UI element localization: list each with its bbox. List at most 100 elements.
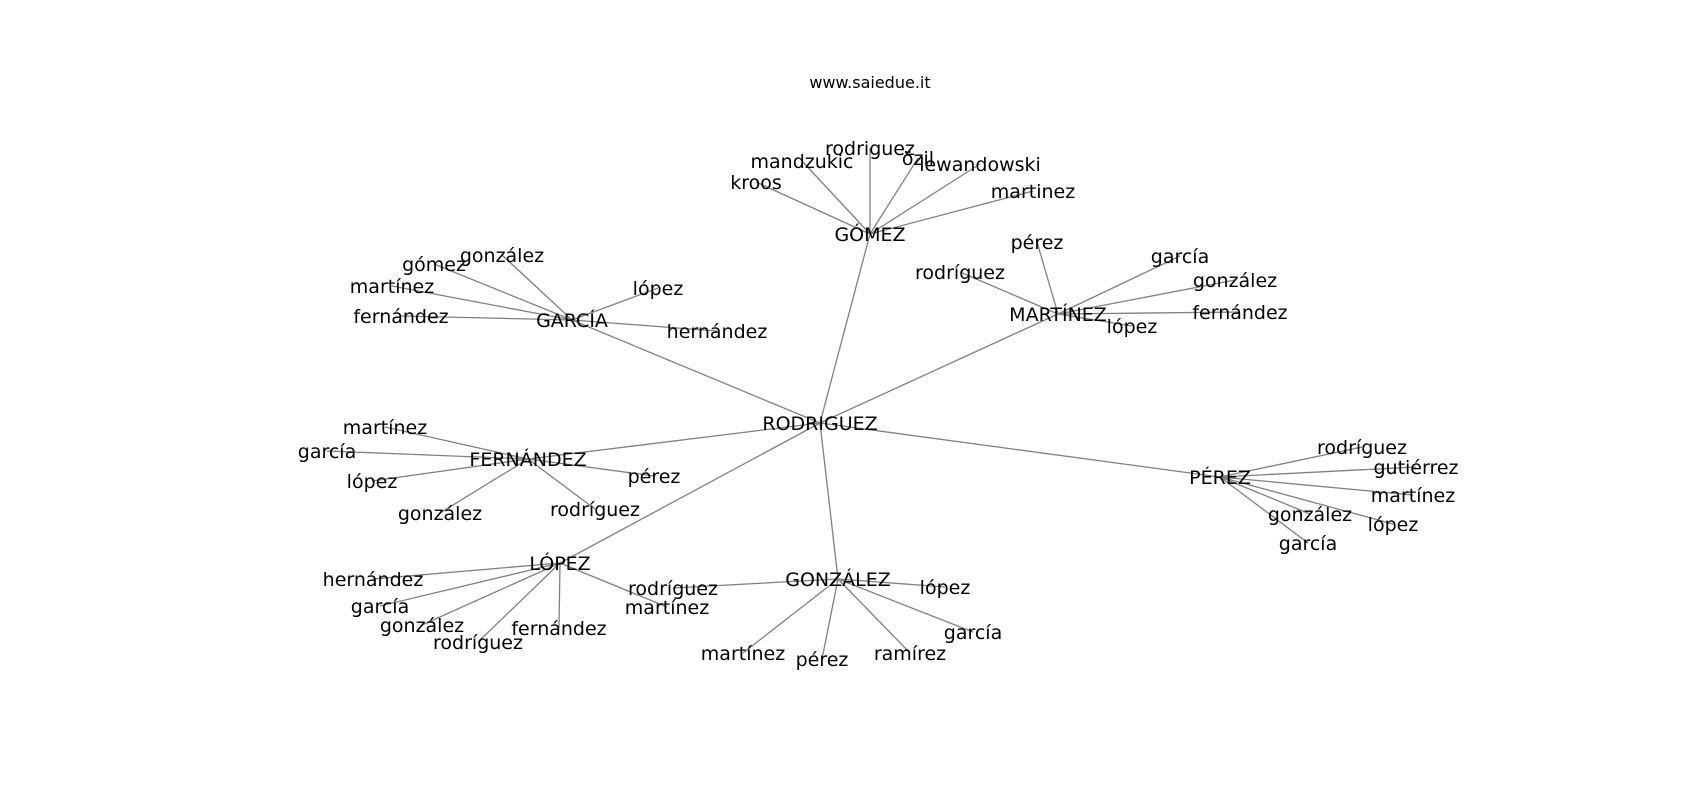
leaf-node-label: lópez <box>347 471 398 493</box>
leaf-node-label: mandzukic <box>751 151 854 173</box>
leaf-node-label: martínez <box>1371 485 1455 507</box>
edge-layer <box>326 148 1417 660</box>
edge-line <box>742 578 839 654</box>
leaf-node-label: rodríguez <box>628 578 718 600</box>
edge-line <box>819 422 839 580</box>
edge-line <box>1219 446 1363 478</box>
edge-line <box>433 263 573 321</box>
edge-line <box>819 313 1059 424</box>
leaf-node-label: martínez <box>343 417 427 439</box>
edge-line <box>379 562 561 607</box>
edge-line <box>1057 279 1236 315</box>
leaf-node-label: gonzález <box>398 503 482 525</box>
edge-line <box>1219 476 1394 525</box>
leaf-node-label: rodríguez <box>915 262 1005 284</box>
edge-line <box>819 233 871 424</box>
leaf-node-label: lópez <box>633 278 684 300</box>
edge-line <box>1057 313 1133 327</box>
edge-line <box>571 319 821 424</box>
edge-line <box>801 160 871 235</box>
edge-line <box>837 578 946 588</box>
leaf-node-label: hernández <box>323 569 424 591</box>
edge-line <box>869 157 919 235</box>
diagram-title: www.saiedue.it <box>809 73 930 92</box>
leaf-node-label: garcía <box>1151 246 1209 268</box>
leaf-node-label: garcía <box>298 441 356 463</box>
edge-line <box>869 190 1034 235</box>
leaf-node-label: pérez <box>1011 232 1064 254</box>
edge-line <box>819 422 1221 478</box>
edge-line <box>755 181 871 235</box>
leaf-node-label: özil <box>902 148 934 170</box>
label-layer: www.saiedue.it RODRIGUEZGÓMEZrodriguezma… <box>298 73 1459 671</box>
edge-line <box>326 450 529 460</box>
edge-line <box>1219 476 1414 496</box>
leaf-node-label: lewandowski <box>919 154 1041 176</box>
edge-line <box>384 426 529 460</box>
leaf-node-label: gonzález <box>460 245 544 267</box>
edge-line <box>959 271 1059 315</box>
center-node-label: RODRIGUEZ <box>762 413 877 435</box>
edge-line <box>439 458 529 514</box>
leaf-node-label: rodríguez <box>1317 437 1407 459</box>
edge-line <box>821 578 839 660</box>
leaf-node-label: ramírez <box>874 643 946 665</box>
edge-line <box>672 578 839 589</box>
edge-line <box>421 562 561 626</box>
hub-node-label: GARCÍA <box>536 309 608 332</box>
leaf-node-label: gonzález <box>380 615 464 637</box>
leaf-node-label: garcía <box>944 622 1002 644</box>
edge-line <box>869 163 981 235</box>
leaf-node-label: martínez <box>625 597 709 619</box>
edge-line <box>391 285 573 321</box>
edge-line <box>558 562 561 629</box>
edge-line <box>527 458 596 510</box>
edge-line <box>371 458 529 482</box>
edge-line <box>1057 311 1241 315</box>
leaf-node-label: fernández <box>511 618 606 640</box>
edge-line <box>571 319 718 332</box>
edge-line <box>372 562 561 580</box>
leaf-node-label: rodríguez <box>433 632 523 654</box>
leaf-node-label: pérez <box>628 466 681 488</box>
hub-node-label: FERNÁNDEZ <box>469 448 586 471</box>
leaf-node-label: fernández <box>353 306 448 328</box>
edge-line <box>1219 476 1311 515</box>
hub-node-label: MARTÍNEZ <box>1009 303 1107 326</box>
edge-line <box>477 562 561 643</box>
leaf-node-label: lópez <box>1368 514 1419 536</box>
leaf-node-label: pérez <box>796 649 849 671</box>
leaf-node-label: martínez <box>350 276 434 298</box>
edge-line <box>527 422 821 460</box>
leaf-node-label: hernández <box>667 321 768 343</box>
hub-node-label: GÓMEZ <box>834 222 905 246</box>
edge-line <box>559 562 668 608</box>
edge-line <box>571 287 659 321</box>
leaf-node-label: martinez <box>991 181 1075 203</box>
leaf-node-label: fernández <box>1192 302 1287 324</box>
edge-line <box>1219 466 1417 478</box>
leaf-node-label: garcía <box>1279 533 1337 555</box>
leaf-node-label: gómez <box>402 254 466 276</box>
hub-node-label: PÉREZ <box>1189 466 1251 489</box>
hub-node-label: LÓPEZ <box>529 551 590 575</box>
edge-line <box>559 422 821 564</box>
hub-node-label: GONZÁLEZ <box>785 568 891 591</box>
edge-line <box>1057 255 1181 315</box>
leaf-node-label: rodriguez <box>825 138 915 160</box>
edge-line <box>1219 476 1309 544</box>
edge-line <box>837 578 974 633</box>
edge-line <box>1036 241 1059 315</box>
leaf-node-label: gonzález <box>1193 270 1277 292</box>
leaf-node-label: garcía <box>351 596 409 618</box>
leaf-node-label: lópez <box>1107 316 1158 338</box>
leaf-node-label: gonzález <box>1268 504 1352 526</box>
leaf-node-label: gutiérrez <box>1373 457 1458 479</box>
leaf-node-label: rodríguez <box>550 499 640 521</box>
leaf-node-label: lópez <box>920 577 971 599</box>
edge-line <box>400 315 573 321</box>
leaf-node-label: martínez <box>701 643 785 665</box>
edge-line <box>837 578 911 654</box>
